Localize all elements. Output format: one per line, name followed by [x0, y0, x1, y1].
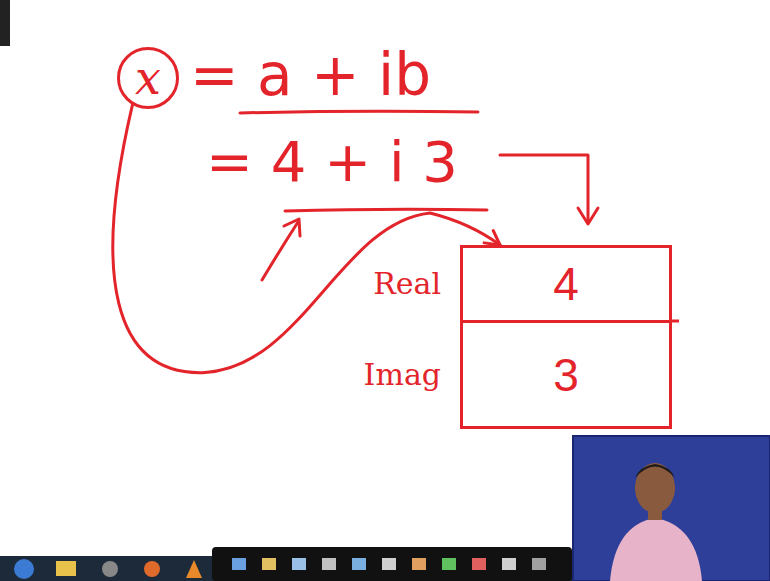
variable-circle: x: [117, 47, 179, 109]
cell-heading: Real: [373, 269, 441, 299]
cell-heading: Imag: [364, 360, 441, 390]
connector-path: [113, 105, 500, 373]
memory-cell: Imag3: [460, 320, 672, 429]
app-icon: [144, 561, 160, 577]
pen-toolbar: [212, 547, 572, 581]
video-inset: [573, 436, 770, 581]
arrow-head: [493, 231, 500, 245]
underline: [240, 111, 478, 113]
underline: [285, 209, 487, 211]
app-icon: [56, 561, 76, 576]
pointer-arrow: [500, 155, 588, 222]
memory-cell: Real4: [460, 245, 672, 323]
toolbar-icons: [232, 558, 546, 570]
connector-curve: [113, 105, 500, 373]
variable-name: x: [135, 55, 161, 101]
app-icon: [102, 561, 118, 577]
arrow-head: [284, 219, 300, 236]
video-frame: [573, 436, 770, 581]
pointer-arrow: [262, 222, 298, 280]
window-edge: [0, 0, 10, 46]
cell-value: 4: [553, 261, 579, 307]
presenter-figure: [610, 463, 702, 581]
app-icon: [186, 560, 202, 578]
arrow-head: [578, 208, 598, 224]
general-form: = a + ib: [190, 46, 431, 104]
cell-value: 3: [553, 352, 579, 398]
start-button: [14, 559, 34, 579]
example-value: = 4 + i 3: [206, 134, 458, 190]
